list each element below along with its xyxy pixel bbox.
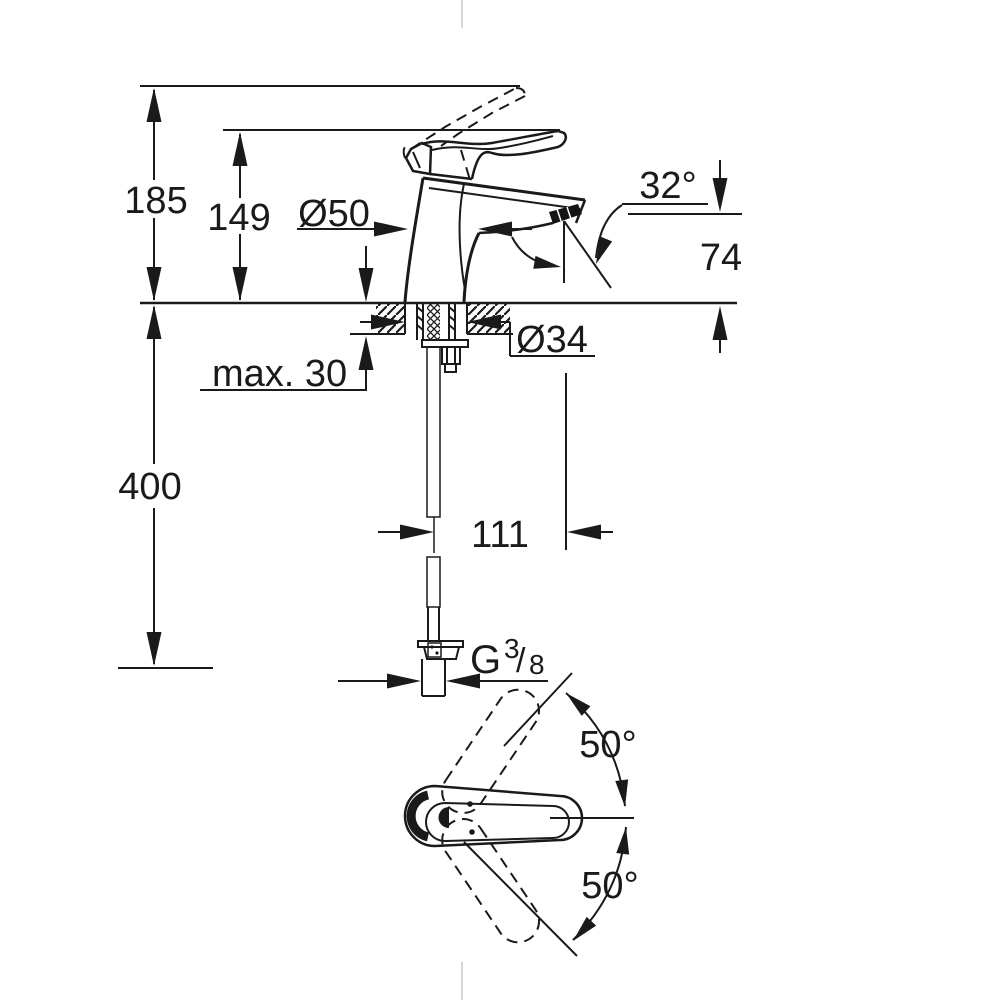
dim-d34-label: Ø34 (516, 319, 588, 361)
dim-d34: Ø34 (360, 314, 595, 361)
faucet-handle (404, 129, 567, 181)
handle-raised-dashed (402, 87, 526, 159)
dim-50deg-lower: 50° (463, 826, 639, 957)
mounting-hardware (416, 303, 469, 373)
supply-hose (417, 303, 464, 697)
dim-g38-denominator: 8 (529, 649, 545, 680)
dim-111: 111 (378, 373, 613, 556)
handle-swivel-dashed (441, 688, 541, 944)
dim-149-label: 149 (207, 197, 270, 239)
dim-32deg-label: 32° (639, 165, 696, 207)
handle-nose (404, 141, 433, 176)
top-view-handle: 50° 50° (403, 672, 639, 957)
dim-g38-slash: / (516, 642, 526, 680)
dim-400: 400 (118, 305, 213, 669)
lever-slot (438, 807, 449, 828)
faucet-body (403, 149, 587, 303)
dim-185-label: 185 (124, 180, 187, 222)
handle-grip-shadow (406, 790, 430, 842)
dim-d50-label: Ø50 (298, 193, 370, 235)
aerator (549, 204, 582, 224)
dim-32deg: 32° (622, 165, 708, 207)
dim-74: 74 (628, 160, 742, 353)
dim-50deg-upper: 50° (503, 672, 637, 808)
dimensions: 185 149 400 Ø50 (118, 85, 742, 689)
dim-185: 185 (124, 85, 520, 301)
dim-111-label: 111 (471, 514, 529, 556)
mounting-nut (441, 346, 461, 365)
dim-50deg-lower-label: 50° (581, 865, 638, 907)
washer (421, 339, 469, 348)
dim-g38: G 3 / 8 (338, 633, 548, 689)
side-view-faucet (140, 87, 737, 697)
dim-g38-letter: G (470, 638, 501, 682)
dim-max30: max. 30 (200, 246, 374, 395)
dim-d50: Ø50 (297, 193, 532, 237)
dim-g38-numerator: 3 (504, 633, 520, 664)
stream-angle-indicator (511, 204, 623, 289)
dim-74-label: 74 (700, 237, 742, 279)
dim-max30-label: max. 30 (212, 353, 347, 395)
dim-149: 149 (207, 129, 560, 301)
dim-400-label: 400 (118, 466, 181, 508)
dim-50deg-upper-label: 50° (579, 724, 636, 766)
